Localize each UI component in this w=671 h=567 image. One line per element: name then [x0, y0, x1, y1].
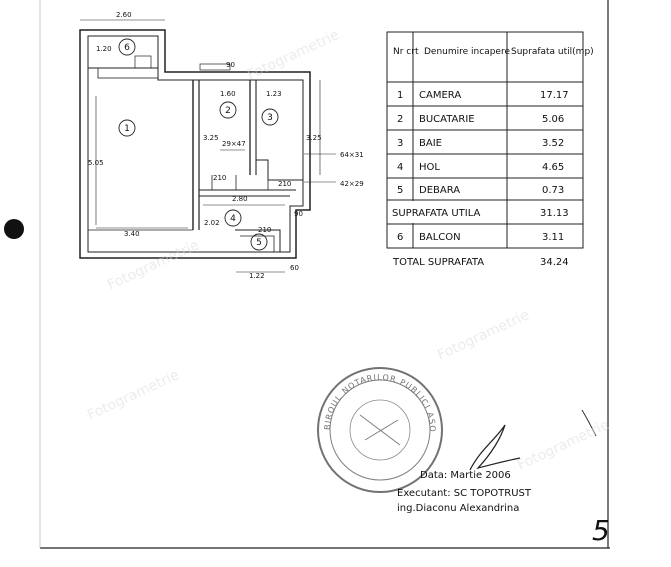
room-number-1: 1: [124, 124, 130, 134]
page-number: 5: [592, 514, 610, 547]
dim-label: 90: [294, 210, 303, 218]
binder-hole: [4, 219, 24, 239]
table-row-area: 3.11: [542, 232, 564, 243]
table-row-area: 4.65: [542, 162, 564, 173]
svg-text:Fotogrametrie: Fotogrametrie: [435, 307, 532, 364]
dim-label: 1.22: [249, 272, 265, 280]
svg-text:Fotogrametrie: Fotogrametrie: [105, 237, 202, 294]
table-row-nr: 2: [397, 114, 403, 125]
dim-label: 1.23: [266, 90, 282, 98]
table-row-name: DEBARA: [419, 185, 460, 196]
dim-label: 2.60: [116, 11, 132, 19]
dim-label: 2.02: [204, 219, 220, 227]
table-row-nr: 5: [397, 185, 403, 196]
dim-label: 29×47: [222, 140, 246, 148]
dim-label: 3.40: [124, 230, 140, 238]
engineer-text: ing.Diaconu Alexandrina: [397, 503, 519, 514]
dim-label: 64×31: [340, 151, 364, 159]
table-row-nr: 1: [397, 90, 403, 101]
dim-label: 42×29: [340, 180, 364, 188]
dim-label: 60: [290, 264, 299, 272]
total-area-value: 34.24: [540, 257, 569, 268]
room-number-6: 6: [124, 43, 130, 53]
date-text: Data: Martie 2006: [420, 470, 511, 481]
area-table: Nr crt Denumire incapere Suprafata util(…: [386, 31, 594, 268]
svg-text:Fotogrametrie: Fotogrametrie: [245, 27, 342, 84]
table-row-nr: 3: [397, 138, 403, 149]
table-row-area: 3.52: [542, 138, 564, 149]
notary-stamp: BIROUL NOTARILOR PUBLICI ASOCIATI: [0, 0, 443, 493]
table-row-nr: 6: [397, 232, 403, 243]
executant-text: Executant: SC TOPOTRUST: [397, 488, 532, 499]
table-row-area: 5.06: [542, 114, 564, 125]
dim-label: 1.60: [220, 90, 236, 98]
table-row-name: CAMERA: [419, 90, 461, 101]
table-row-name: BUCATARIE: [419, 114, 475, 125]
room-number-4: 4: [230, 214, 236, 224]
room-number-3: 3: [267, 113, 273, 123]
table-row-name: BAIE: [419, 138, 442, 149]
dim-label: 3.25: [306, 134, 322, 142]
table-row-nr: 4: [397, 162, 403, 173]
dim-label: 210: [258, 226, 271, 234]
dim-label: 1.20: [96, 45, 112, 53]
total-area-label: TOTAL SUPRAFATA: [392, 257, 484, 268]
room-number-2: 2: [225, 106, 231, 116]
dim-label: 210: [278, 180, 291, 188]
dim-label: 210: [213, 174, 226, 182]
useful-area-value: 31.13: [540, 208, 569, 219]
table-row-name: HOL: [419, 162, 440, 173]
dim-label: 2.80: [232, 195, 248, 203]
table-row-name: BALCON: [419, 232, 461, 243]
table-row-area: 17.17: [540, 90, 569, 101]
dim-label: 3.25: [203, 134, 219, 142]
signature: [469, 424, 521, 471]
table-header-nr: Nr crt: [393, 47, 419, 57]
table-header-area: Suprafata util(mp): [511, 47, 594, 57]
table-header-name: Denumire incapere: [424, 47, 510, 57]
dim-label: 90: [226, 61, 235, 69]
svg-text:Fotogrametrie: Fotogrametrie: [515, 417, 612, 474]
room-number-5: 5: [256, 238, 262, 248]
svg-text:Fotogrametrie: Fotogrametrie: [85, 367, 182, 424]
watermark: Fotogrametrie Fotogrametrie Fotogrametri…: [85, 27, 612, 474]
table-row-area: 0.73: [542, 185, 564, 196]
floor-plan: [79, 19, 336, 273]
dim-label: 5.05: [88, 159, 104, 167]
useful-area-label: SUPRAFATA UTILA: [392, 208, 481, 219]
